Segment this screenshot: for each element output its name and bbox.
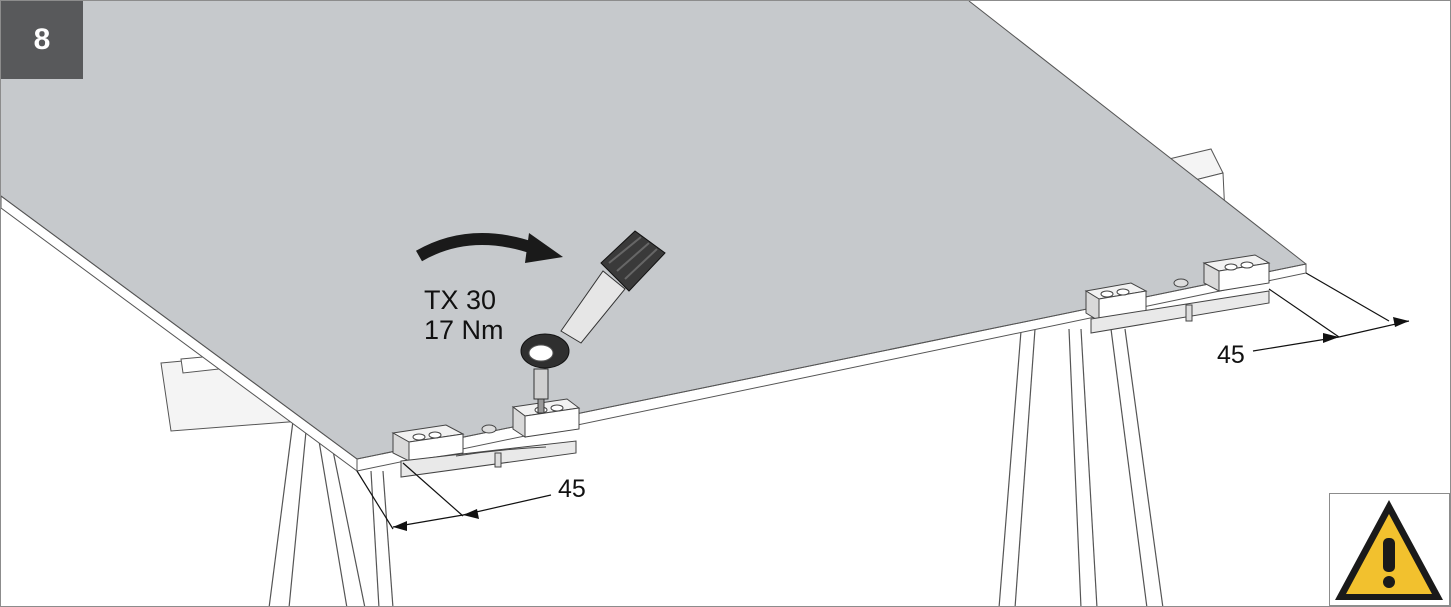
drive-size-label: TX 30 — [424, 285, 497, 315]
torque-spec: TX 30 17 Nm — [424, 285, 504, 345]
dimension-label-right: 45 — [1217, 341, 1245, 369]
torque-value-label: 17 Nm — [424, 315, 504, 345]
sawhorse-legs-right — [998, 328, 1164, 606]
torque-wrench-icon — [520, 230, 666, 414]
dimension-label-left: 45 — [558, 475, 586, 503]
warning-panel — [1329, 493, 1450, 606]
rotation-arrow-icon — [416, 233, 563, 263]
step-number-badge: 8 — [1, 1, 83, 79]
sawhorse-legs-left — [268, 420, 394, 606]
clamp-assembly-left — [391, 398, 581, 478]
clamp-assembly-right — [1084, 254, 1271, 334]
warning-icon — [1335, 500, 1443, 600]
panel — [1, 1, 1307, 472]
